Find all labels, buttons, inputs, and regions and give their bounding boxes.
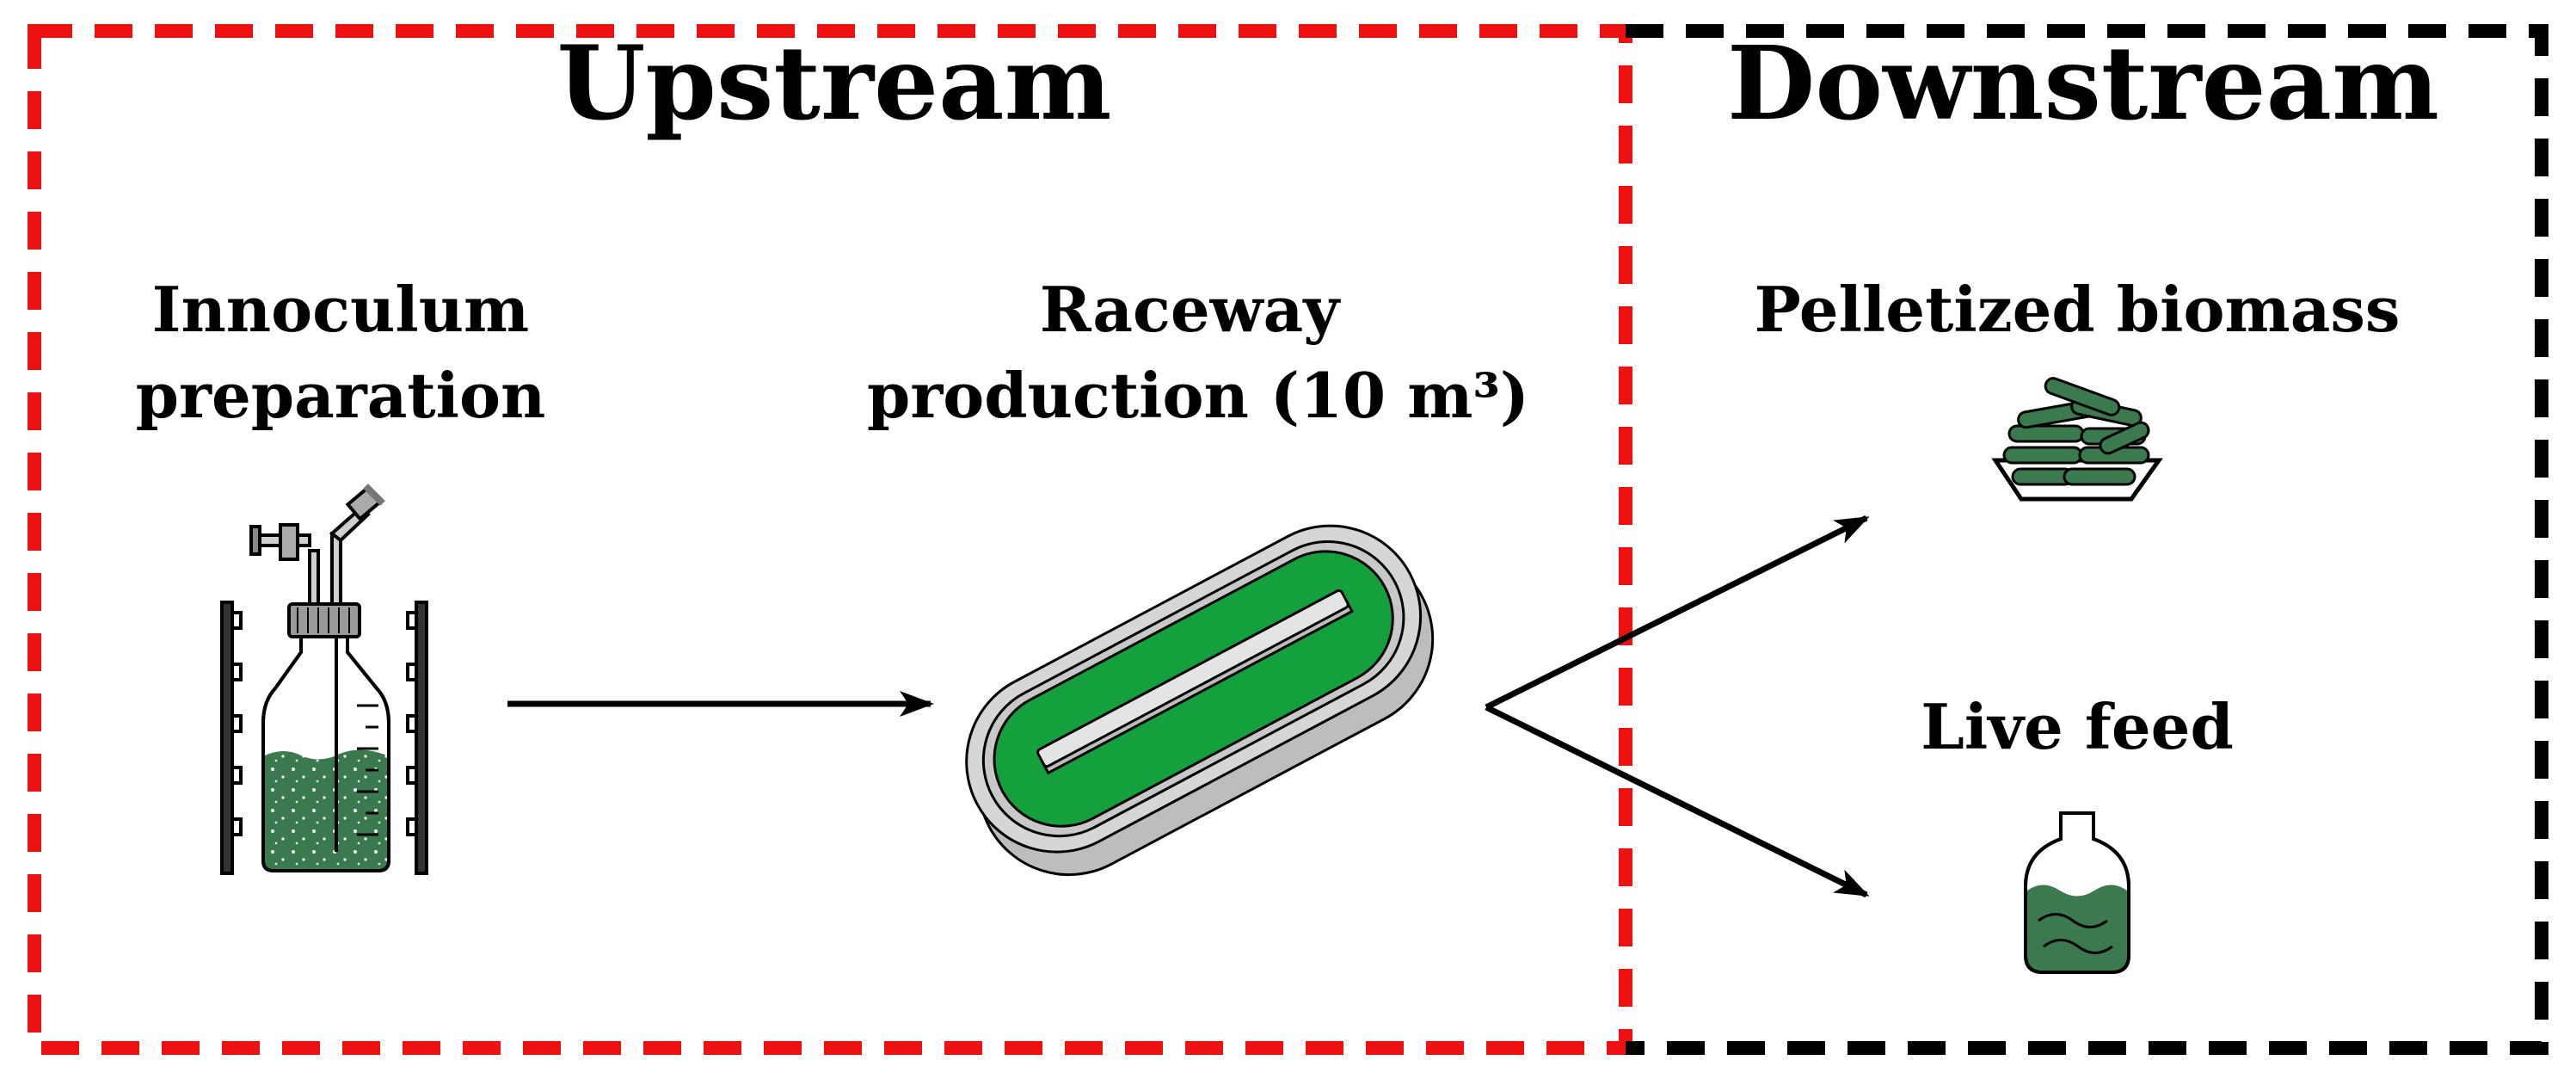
upstream-title: Upstream xyxy=(557,23,1112,143)
raceway-label-line1: Raceway xyxy=(1040,273,1341,346)
downstream-boundary xyxy=(1626,24,2548,1055)
live-feed-label: Live feed xyxy=(1921,690,2234,763)
arrow-to-pelletized-biomass xyxy=(1485,515,1870,711)
culture-bottle-icon xyxy=(220,484,428,875)
live-feed-flask-icon xyxy=(2024,811,2130,974)
inoculum-label-line2: preparation xyxy=(136,359,546,432)
arrow-to-live-feed xyxy=(1485,704,1870,898)
pelletized-biomass-label: Pelletized biomass xyxy=(1755,273,2401,346)
raceway-label-line2: production (10 m³) xyxy=(867,359,1529,432)
biomass-pellets-icon xyxy=(1991,377,2163,502)
raceway-pond-icon xyxy=(965,524,1435,877)
inoculum-label-line1: Innoculum xyxy=(152,273,529,346)
upstream-boundary xyxy=(28,24,1632,1055)
downstream-title: Downstream xyxy=(1727,23,2439,143)
